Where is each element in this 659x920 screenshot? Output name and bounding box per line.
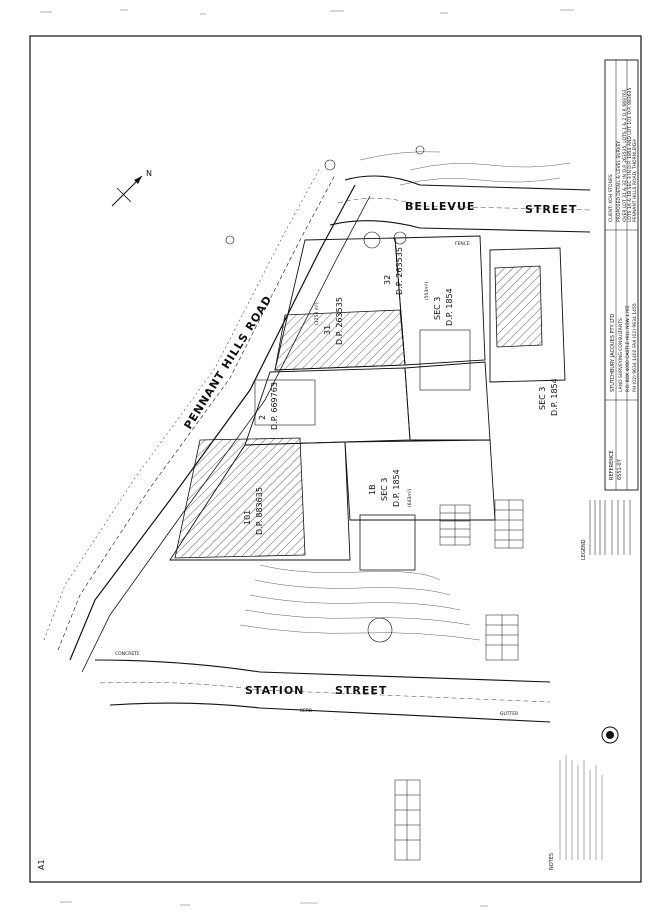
bellevue-street (329, 175, 591, 233)
north-label: N (146, 169, 152, 178)
title-contact: PH (02) 9634 1400 FAX (02) 9634 1455 (632, 303, 638, 392)
trees (225, 145, 425, 643)
sec3-a-label-group: SEC 3 D.P. 1854 (553m²) (424, 281, 454, 326)
title-block: REFERENCE 6551-07 STUTCHBURY JACQUES PTY… (604, 59, 639, 491)
pennant-hills-road-label: PENNANT HILLS ROAD (182, 293, 275, 432)
bellevue-label-street: STREET (525, 203, 577, 216)
lot101-number: 101 (243, 510, 252, 525)
lot2-number: 2 (258, 415, 267, 420)
title-project-2: OVER LOT 31 & 32 IN D.P. 263535, LOTS 1 … (622, 89, 628, 222)
lot2-label-group: 2 D.P. 669763 (258, 382, 279, 430)
sec3-a: SEC 3 (433, 297, 442, 320)
lot32-label-group: 32 D.P. 263535 (383, 247, 404, 295)
station-street (94, 659, 551, 723)
lot2-dp: D.P. 669763 (270, 382, 279, 430)
pennant-hills-road-label-group: PENNANT HILLS ROAD (182, 293, 275, 432)
title-address: P.O. BOX 4080 CASTLE HILL NSW 1765 (625, 305, 631, 392)
legend-block: LEGEND (581, 500, 631, 560)
north-arrow (111, 175, 143, 207)
sec3-b-label-group: SEC 3 D.P. 1854 (538, 378, 559, 416)
building-outline (359, 514, 416, 571)
notes-title: NOTES (549, 853, 555, 870)
sec3-b-dp: D.P. 1854 (550, 378, 559, 416)
gutter-label: GUTTER (500, 711, 518, 717)
lot101-label-group: 101 D.P. 883635 (243, 487, 264, 535)
building-lot101 (174, 437, 306, 559)
building-sec3 (494, 265, 543, 348)
title-subtitle: LAND SURVEYING CONSULTANTS (618, 318, 624, 392)
station-label-street: STREET (335, 684, 387, 697)
fence-label: FENCE (455, 241, 470, 247)
legend-title: LEGEND (581, 539, 587, 560)
sec3-c-label-group: 1B SEC 3 D.P. 1854 (643m²) (368, 469, 413, 507)
lot31-number: 31 (323, 325, 332, 335)
title-project-1: PROPOSED DETAIL & LEVEL SURVEY (616, 141, 622, 222)
area-c: (643m²) (407, 488, 413, 507)
lot31-dp: D.P. 263535 (335, 297, 344, 345)
notes-block: NOTES (549, 726, 619, 870)
sec3-b: SEC 3 (538, 387, 547, 410)
title-project-4: PENNANT HILLS ROAD, THORNLEIGH (632, 139, 638, 222)
house-outline-2 (254, 379, 316, 426)
buildings (174, 265, 543, 571)
lot31-area: (1253 m²) (314, 302, 320, 325)
contours (239, 151, 571, 641)
concrete-label: CONCRETE (115, 651, 140, 657)
lot101-dp: D.P. 883635 (255, 487, 264, 535)
sec3-a-dp: D.P. 1854 (445, 288, 454, 326)
pennant-hills-road (43, 167, 371, 673)
title-company: STUTCHBURY JACQUES PTY LTD (610, 314, 616, 392)
level-tables (394, 499, 524, 861)
lot1b: 1B (368, 484, 377, 495)
lot31-label-group: 31 D.P. 263535 (1253 m²) (314, 297, 344, 345)
kerb-label: KERB (300, 708, 312, 714)
sheet-size-group: A1 (37, 859, 46, 870)
title-client: CLIENT: KOH STONES (608, 174, 614, 222)
station-label: STATION (245, 684, 304, 697)
bellevue-label: BELLEVUE (405, 200, 475, 213)
sheet-size-label: A1 (37, 859, 46, 870)
sec3-c-dp: D.P. 1854 (392, 469, 401, 507)
title-project-3: LOTS 1A & 1B SEC 3 IN D.P. 1854 AND LOT … (627, 88, 633, 222)
sheet-border (29, 35, 642, 883)
lot32-dp: D.P. 263535 (395, 247, 404, 295)
area-b: (553m²) (424, 281, 430, 300)
scan-noise (40, 9, 574, 907)
title-ref: 6551-07 (617, 459, 623, 480)
house-outline (419, 329, 471, 391)
title-reference-label: REFERENCE (609, 450, 615, 480)
sec3-c: SEC 3 (380, 478, 389, 501)
building-lot31 (274, 309, 406, 371)
lot32-number: 32 (383, 275, 392, 285)
